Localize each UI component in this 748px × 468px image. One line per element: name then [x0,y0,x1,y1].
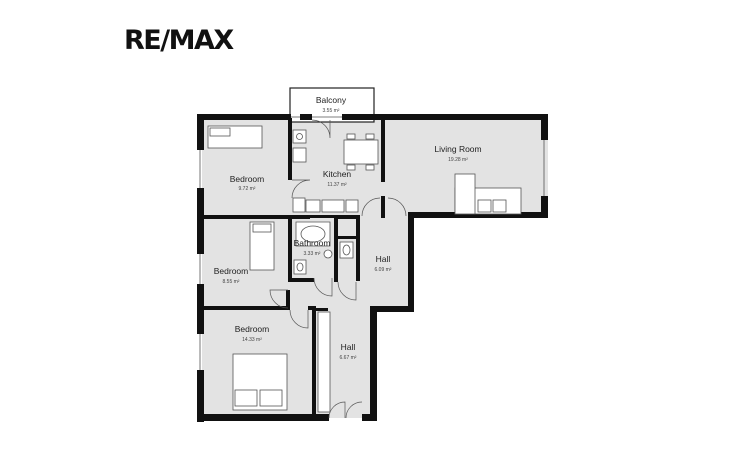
walls [197,114,548,422]
room-name-hall-1: Hall [376,254,391,264]
room-area-kitchen: 11.37 m² [327,182,347,188]
remax-logo: RE/MAX [124,25,234,56]
room-area-balcony: 3.55 m² [323,108,340,114]
room-name-living-room: Living Room [434,144,481,154]
room-name-bedroom-1: Bedroom [230,174,265,184]
room-name-bedroom-3: Bedroom [235,324,270,334]
room-name-hall-2: Hall [341,342,356,352]
room-name-balcony: Balcony [316,95,347,105]
room-area-bedroom-3: 14.33 m² [242,337,262,343]
room-area-bedroom-1: 9.72 m² [239,186,256,192]
furniture [207,125,522,413]
room-area-hall-2: 6.67 m² [340,355,357,361]
doors [269,119,407,419]
room-name-bedroom-2: Bedroom [214,266,249,276]
room-area-hall-1: 6.09 m² [375,267,392,273]
room-labels: Balcony 3.55 m² Bedroom 9.72 m² Kitchen … [214,95,482,361]
windows [199,116,545,370]
room-area-living-room: 19.28 m² [448,157,468,163]
room-area-bathroom: 3.33 m² [304,251,321,257]
room-name-kitchen: Kitchen [323,169,352,179]
room-area-bedroom-2: 8.55 m² [223,279,240,285]
room-name-bathroom: Bathroom [294,238,331,248]
